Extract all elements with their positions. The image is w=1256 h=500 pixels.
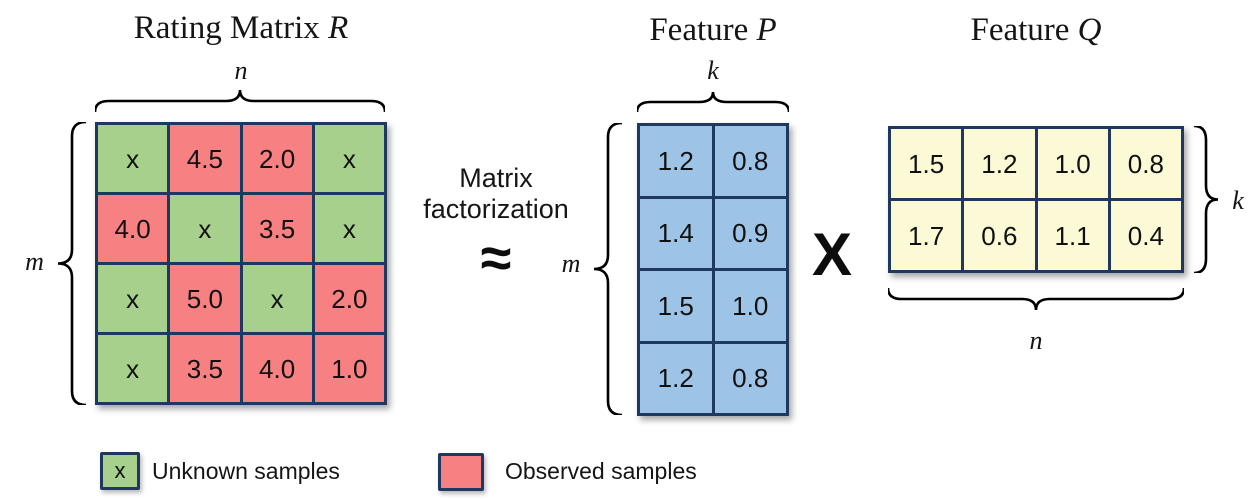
n-dimension-label-r: n [234,56,248,85]
legend-observed-label: Observed samples [505,458,697,484]
rating-matrix-cell: 3.5 [242,195,312,262]
feature-q-cell: 1.7 [891,201,962,270]
rating-matrix-cell: 4.5 [170,125,240,192]
legend-unknown-swatch: x [100,452,140,490]
feature-p-cell: 1.2 [640,343,712,413]
approx-symbol: ≈ [480,226,512,289]
k-brace-q [1194,126,1218,273]
feature-p-cell: 1.0 [714,271,786,341]
legend-unknown-label: Unknown samples [152,458,340,484]
feature-q-cell: 1.5 [891,129,962,198]
feature-q-cell: 0.8 [1110,129,1181,198]
rating-matrix-cell: 1.0 [314,335,384,402]
matrix-factorization-label-line2: factorization [423,194,569,224]
rating-matrix-cell: 4.0 [242,335,312,402]
feature-p-cell: 0.9 [714,198,786,268]
matrix-factorization-label-line1: Matrix [459,163,533,193]
feature-p-title: Feature P [637,12,789,49]
feature-p-cell: 0.8 [714,343,786,413]
rating-matrix-cell: 2.0 [314,265,384,332]
rating-matrix-cell: x [98,265,168,332]
rating-matrix-cell: x [98,335,168,402]
k-brace-p [637,92,789,112]
legend-observed-swatch [438,453,484,491]
k-dimension-label-q: k [1232,186,1244,215]
feature-p-title-text: Feature [649,12,749,48]
feature-q-cell: 0.6 [964,201,1035,270]
feature-p-title-var: P [756,12,777,48]
rating-matrix-cell: 5.0 [170,265,240,332]
rating-matrix-cell: x [242,265,312,332]
feature-p-cell: 1.4 [640,198,712,268]
feature-p-cell: 1.2 [640,126,712,196]
rating-matrix-title: Rating Matrix R [95,10,387,47]
k-dimension-label-p: k [707,56,719,85]
rating-matrix-cell: x [98,125,168,192]
m-dimension-label-p: m [561,249,581,278]
rating-matrix-cell: x [314,125,384,192]
feature-q-cell: 1.2 [964,129,1035,198]
feature-q-title-text: Feature [970,12,1070,48]
feature-q-cell: 0.4 [1110,201,1181,270]
feature-q-cell: 1.1 [1037,201,1108,270]
legend-unknown-swatch-x: x [114,458,126,483]
rating-matrix-title-text: Rating Matrix [133,10,320,46]
rating-matrix-cell: 4.0 [98,195,168,262]
rating-matrix-cell: 2.0 [242,125,312,192]
m-brace-p [594,123,622,415]
feature-p-cell: 0.8 [714,126,786,196]
matrix-factorization-label: Matrix factorization [402,163,590,225]
feature-q-title: Feature Q [888,12,1184,49]
multiply-symbol: X [811,221,853,288]
feature-q-cell: 1.0 [1037,129,1108,198]
n-brace-r [95,90,385,112]
m-brace-r [58,122,86,405]
feature-q-title-var: Q [1077,12,1102,48]
m-dimension-label-r: m [25,247,44,276]
n-dimension-label-q: n [1029,326,1043,355]
feature-p-cell: 1.5 [640,271,712,341]
n-brace-q [888,288,1184,310]
rating-matrix-cell: 3.5 [170,335,240,402]
rating-matrix-cell: x [170,195,240,262]
rating-matrix-title-var: R [328,10,349,46]
rating-matrix-cell: x [314,195,384,262]
